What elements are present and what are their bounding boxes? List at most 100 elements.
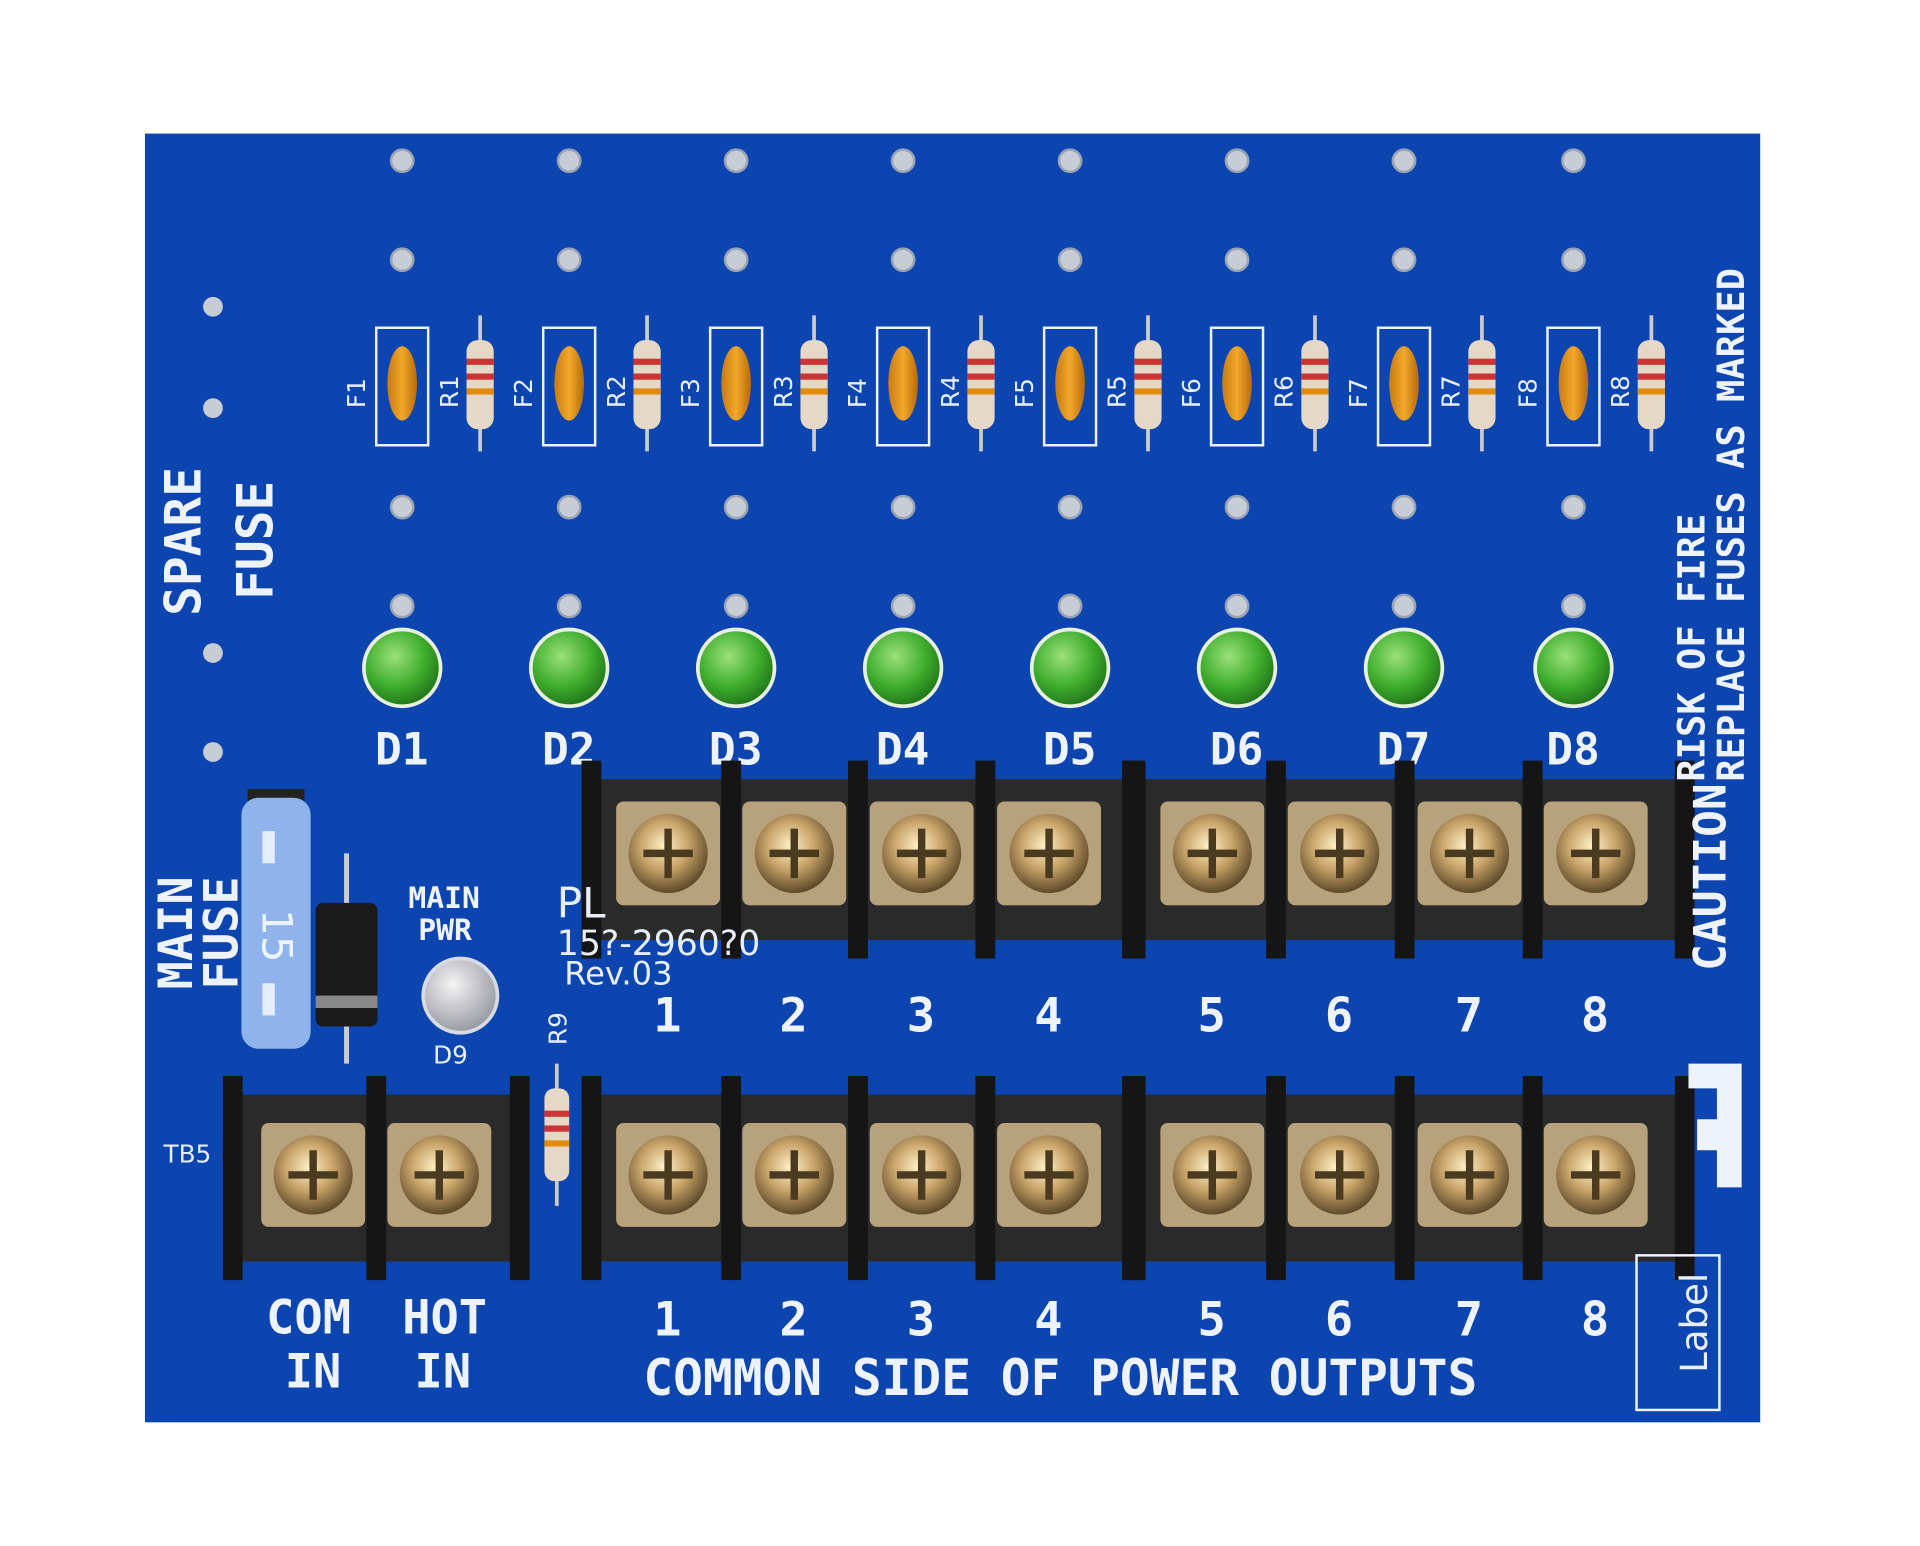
resistor [1468, 340, 1496, 430]
fuse[interactable] [888, 346, 918, 421]
via-hole [1391, 247, 1417, 273]
fuse-label: F8 [1513, 378, 1542, 408]
terminal-number: 5 [1197, 1293, 1225, 1348]
via-hole [1561, 494, 1586, 520]
fuse-outline [1376, 326, 1432, 447]
via-hole [723, 148, 749, 174]
resistor [800, 340, 828, 430]
terminal-screw[interactable] [1160, 801, 1265, 906]
spare-fuse-holder [203, 296, 223, 762]
terminal-screw[interactable] [616, 1123, 721, 1227]
fuse[interactable] [721, 346, 751, 421]
via-hole [890, 148, 916, 174]
led [1196, 627, 1278, 709]
fuse-label: F5 [1010, 378, 1039, 408]
fuse[interactable] [1055, 346, 1085, 421]
terminal-screw[interactable] [742, 1123, 847, 1227]
terminal-number: 1 [653, 1293, 681, 1348]
label-box-text: Label [1673, 1273, 1716, 1373]
via-hole [1391, 494, 1417, 520]
led-label: D6 [1210, 724, 1264, 775]
fuse[interactable] [387, 346, 418, 421]
terminal-screw[interactable] [387, 1123, 492, 1227]
terminal-barrier [848, 1076, 868, 1281]
terminal-screw[interactable] [1543, 801, 1648, 906]
via-hole [556, 593, 582, 619]
via-hole [1561, 593, 1586, 619]
terminal-screw[interactable] [1160, 1123, 1265, 1227]
terminal-barrier [222, 1076, 243, 1281]
resistor-label: R2 [602, 375, 631, 408]
terminal-screw[interactable] [869, 1123, 974, 1227]
terminal-screw[interactable] [869, 801, 974, 906]
via-hole [1561, 247, 1586, 273]
terminal-screw[interactable] [997, 1123, 1101, 1227]
via-hole [1057, 247, 1083, 273]
resistor [633, 340, 661, 430]
terminal-barrier [1522, 760, 1543, 959]
fuse[interactable] [1558, 346, 1589, 421]
terminal-barrier [1125, 760, 1146, 959]
via-hole [723, 494, 749, 520]
terminal-number: 2 [779, 988, 807, 1043]
resistor [1637, 340, 1665, 430]
terminal-barrier [1266, 1076, 1286, 1281]
fuse-label: F6 [1177, 378, 1206, 408]
terminal-screw[interactable] [1543, 1123, 1648, 1227]
led-label: D5 [1043, 724, 1097, 775]
terminal-screw[interactable] [997, 801, 1101, 906]
fuse-outline [1546, 326, 1601, 447]
terminal-barrier [366, 1076, 387, 1281]
terminal-number: 4 [1034, 988, 1062, 1043]
via-hole [556, 148, 582, 174]
terminal-screw[interactable] [261, 1123, 366, 1227]
fuse[interactable] [554, 346, 585, 421]
fuse-label: F2 [509, 378, 538, 408]
resistor-label: R8 [1606, 375, 1635, 408]
terminal-barrier [1674, 1076, 1695, 1281]
terminal-barrier [975, 760, 996, 959]
fuse-label: F1 [342, 378, 371, 408]
terminal-number: 2 [779, 1293, 807, 1348]
fuse[interactable] [1222, 346, 1252, 421]
terminal-barrier [721, 1076, 742, 1281]
via-hole [389, 247, 415, 273]
tb5-label: TB5 [163, 1140, 212, 1169]
resistor-label: R5 [1103, 375, 1132, 408]
fuse[interactable] [1389, 346, 1419, 421]
led [695, 627, 777, 709]
fuse-label: F3 [676, 378, 705, 408]
terminal-screw[interactable] [742, 801, 847, 906]
part-prefix: PL [557, 879, 606, 928]
via-hole [556, 494, 582, 520]
terminal-screw[interactable] [1287, 801, 1392, 906]
terminal-barrier [1674, 760, 1695, 959]
terminal-barrier [509, 1076, 530, 1281]
terminal-screw[interactable] [1417, 801, 1522, 906]
terminal-screw[interactable] [616, 801, 721, 906]
terminal-number: 7 [1455, 1293, 1483, 1348]
resistor [1134, 340, 1162, 430]
terminal-barrier [1394, 1076, 1415, 1281]
terminal-screw[interactable] [1287, 1123, 1392, 1227]
terminal-barrier [581, 760, 602, 959]
led-label: D4 [876, 724, 930, 775]
terminal-barrier [975, 1076, 996, 1281]
resistor [466, 340, 494, 430]
via-hole [890, 494, 916, 520]
via-hole [1224, 148, 1250, 174]
via-hole [389, 494, 415, 520]
main-fuse[interactable] [241, 797, 311, 1049]
part-number: 15?-2960?0 [557, 924, 760, 964]
terminal-screw[interactable] [1417, 1123, 1522, 1227]
revision: Rev.03 [564, 954, 672, 992]
spare-fuse-label-2: FUSE [226, 481, 284, 600]
led [862, 627, 944, 709]
led [1363, 627, 1445, 709]
spare-fuse-label-1: SPARE [155, 467, 213, 616]
